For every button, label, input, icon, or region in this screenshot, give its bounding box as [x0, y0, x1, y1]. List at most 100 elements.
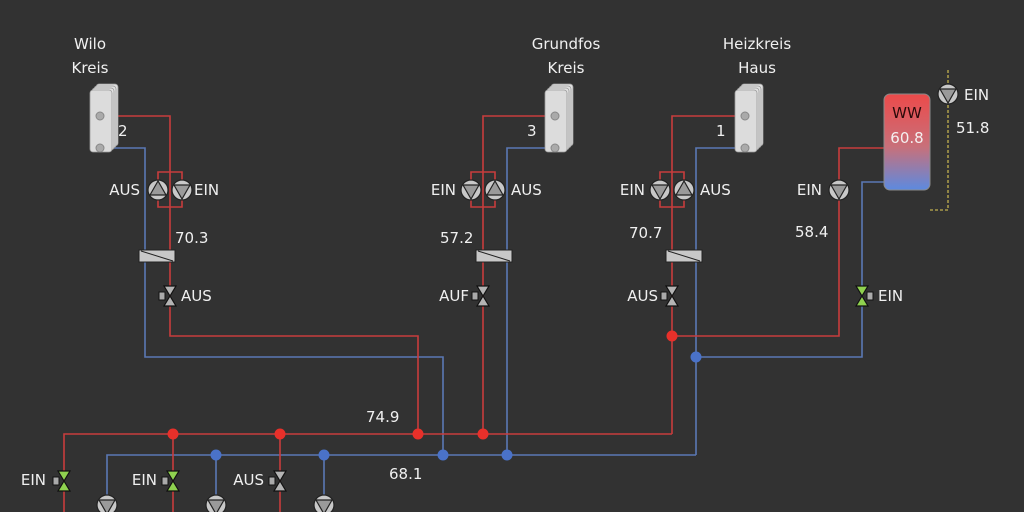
- circuit-title-line1: Wilo: [73, 35, 107, 53]
- radiator-supply-port: [95, 111, 105, 121]
- tank-label: WW: [892, 104, 922, 122]
- circuit-title-grundfos: Grundfos Kreis: [532, 32, 601, 80]
- valve-lower: [165, 479, 181, 492]
- radiator-supply-port: [550, 111, 560, 121]
- supply-junction-node: [274, 428, 286, 440]
- pump-triangle: [314, 499, 334, 512]
- return-junction-node: [210, 449, 222, 461]
- supply-pipe-grundfos: [482, 115, 550, 434]
- header-supply-temperature: 74.9: [366, 408, 400, 426]
- valve-actuator: [866, 291, 874, 301]
- source-2-valve-status[interactable]: EIN: [131, 471, 157, 489]
- mixer-slash: [140, 250, 174, 262]
- mixing-valve-icon[interactable]: [475, 249, 513, 263]
- hot-water-tank-icon[interactable]: [883, 93, 931, 191]
- wilo-pump-left-status[interactable]: AUS: [109, 181, 140, 199]
- haus-pump-right-status[interactable]: AUS: [700, 181, 731, 199]
- wilo-valve-status[interactable]: AUS: [181, 287, 212, 305]
- grundfos-pump-left-status[interactable]: EIN: [430, 181, 456, 199]
- wilo-temperature: 70.3: [175, 229, 209, 247]
- valve-icon[interactable]: [854, 285, 874, 307]
- valve-actuator: [161, 476, 169, 486]
- pump-triangle: [172, 184, 192, 201]
- pump-icon[interactable]: [96, 494, 118, 512]
- return-junction-node: [318, 449, 330, 461]
- valve-upper: [165, 470, 181, 483]
- supply-pipe-wilo: [100, 115, 419, 434]
- charge-pump-status[interactable]: EIN: [796, 181, 822, 199]
- valve-lower: [475, 294, 491, 307]
- wilo-pump-right-status[interactable]: EIN: [194, 181, 220, 199]
- pump-icon[interactable]: [673, 179, 695, 201]
- pump-icon[interactable]: [205, 494, 227, 512]
- grundfos-temperature: 57.2: [440, 229, 474, 247]
- circulation-pipes: [930, 70, 949, 211]
- valve-icon[interactable]: [52, 470, 72, 492]
- valve-actuator: [471, 291, 479, 301]
- circuit-title-line1: Grundfos: [531, 35, 601, 53]
- circulation-pump-status[interactable]: EIN: [964, 86, 990, 104]
- pump-triangle: [461, 184, 481, 201]
- valve-lower: [56, 479, 72, 492]
- header-return-temperature: 68.1: [389, 465, 423, 483]
- pump-icon[interactable]: [937, 83, 959, 105]
- dhw-valve-status[interactable]: EIN: [878, 287, 904, 305]
- valve-lower: [162, 294, 178, 307]
- pump-triangle: [829, 184, 849, 201]
- return-header: [106, 454, 696, 512]
- pump-triangle: [485, 179, 505, 196]
- valve-upper: [475, 285, 491, 298]
- valve-upper: [162, 285, 178, 298]
- pump-icon[interactable]: [649, 179, 671, 201]
- tank-body: [883, 93, 931, 191]
- valve-icon[interactable]: [660, 285, 680, 307]
- circuit-number-grundfos: 3: [527, 122, 537, 140]
- circuit-title-line2: Kreis: [71, 59, 109, 77]
- pump-triangle: [650, 184, 670, 201]
- source-3-valve-status[interactable]: AUS: [233, 471, 264, 489]
- circuit-title-line2: Haus: [738, 59, 776, 77]
- source-1-valve-status[interactable]: EIN: [20, 471, 46, 489]
- haus-valve-status[interactable]: AUS: [627, 287, 658, 305]
- circuit-title-line1: Heizkreis: [722, 35, 792, 53]
- valve-lower: [854, 294, 870, 307]
- circuit-number-haus: 1: [716, 122, 726, 140]
- pump-bypass-grundfos: [470, 171, 496, 208]
- valve-upper: [272, 470, 288, 483]
- valve-upper: [664, 285, 680, 298]
- haus-pump-left-status[interactable]: EIN: [619, 181, 645, 199]
- circuit-title-line2: Kreis: [547, 59, 585, 77]
- components: [52, 83, 959, 512]
- valve-icon[interactable]: [161, 470, 181, 492]
- valve-icon[interactable]: [268, 470, 288, 492]
- mixing-valve-icon[interactable]: [138, 249, 176, 263]
- return-pipe-wilo: [100, 147, 444, 455]
- valve-icon[interactable]: [158, 285, 178, 307]
- pump-icon[interactable]: [313, 494, 335, 512]
- pump-triangle: [206, 499, 226, 512]
- supply-junction-node: [412, 428, 424, 440]
- mixing-valve-icon[interactable]: [665, 249, 703, 263]
- radiator-return-port: [550, 143, 560, 153]
- circuit-title-wilo: Wilo Kreis: [72, 32, 109, 80]
- grundfos-valve-status[interactable]: AUF: [439, 287, 469, 305]
- return-pipe-grundfos: [506, 147, 550, 455]
- radiator-return-port: [95, 143, 105, 153]
- pump-icon[interactable]: [171, 179, 193, 201]
- valve-icon[interactable]: [471, 285, 491, 307]
- pump-triangle: [938, 88, 958, 105]
- charge-temperature: 58.4: [795, 223, 829, 241]
- supply-pipe-dhw: [672, 147, 884, 337]
- pump-icon[interactable]: [828, 179, 850, 201]
- pump-icon[interactable]: [147, 179, 169, 201]
- pump-icon[interactable]: [484, 179, 506, 201]
- valve-actuator: [158, 291, 166, 301]
- return-junction-node: [690, 351, 702, 363]
- supply-junction-node: [666, 330, 678, 342]
- pipe-junctions: [167, 330, 702, 461]
- pump-icon[interactable]: [460, 179, 482, 201]
- supply-junction-node: [477, 428, 489, 440]
- grundfos-pump-right-status[interactable]: AUS: [511, 181, 542, 199]
- return-pipes: [100, 147, 884, 512]
